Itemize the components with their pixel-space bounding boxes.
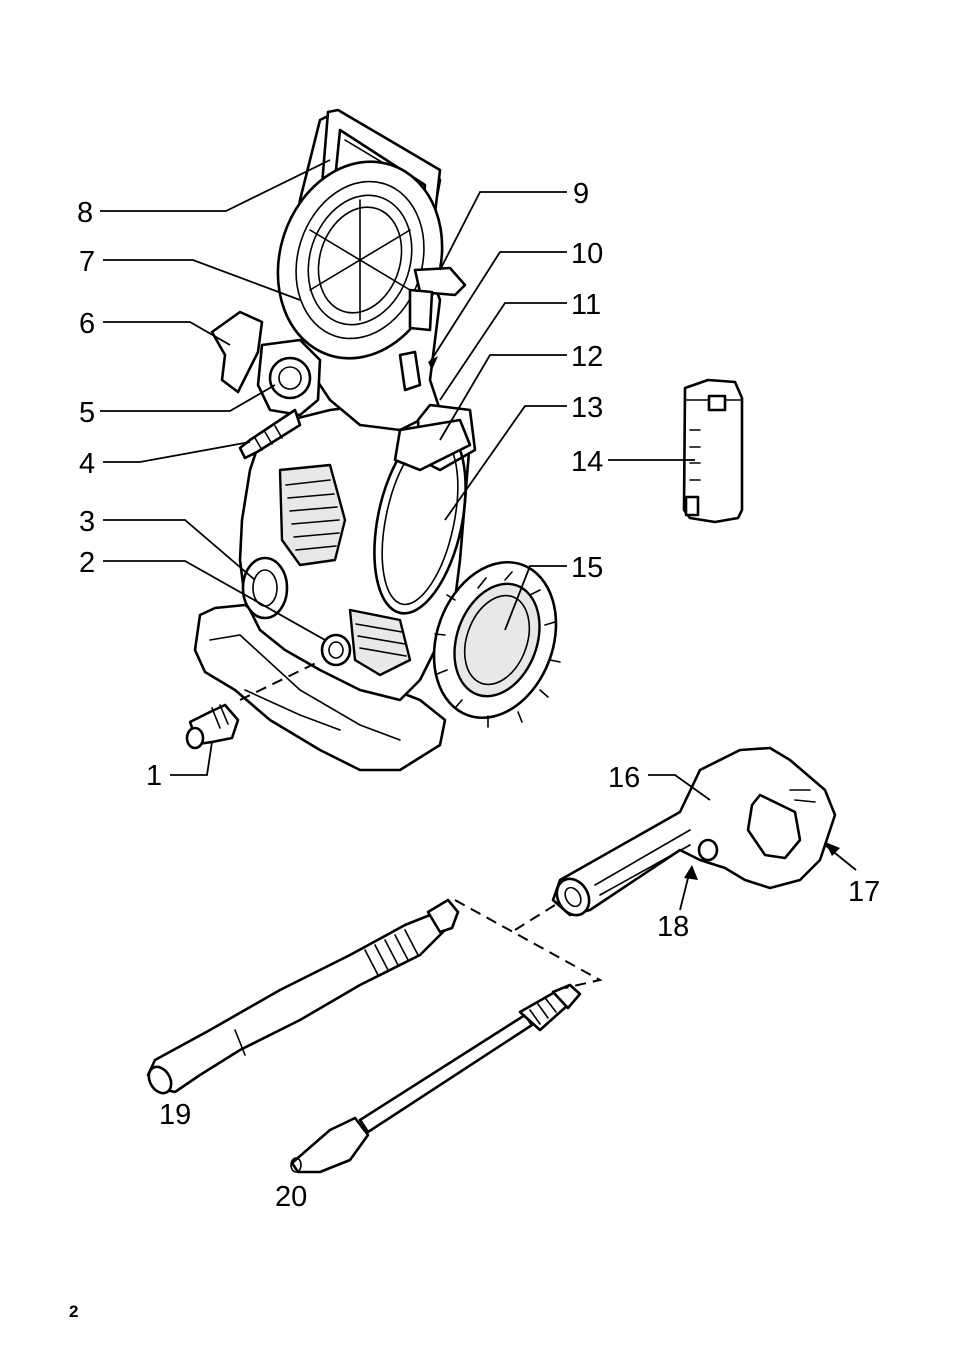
detergent-bottle-illustration [684,380,742,522]
callout-10: 10 [571,238,603,270]
callout-16: 16 [608,762,640,794]
pressure-washer-illustration [187,110,577,770]
callout-5: 5 [79,397,95,429]
callout-19: 19 [159,1099,191,1131]
page-number: 2 [69,1302,78,1322]
trigger-gun-illustration [551,748,835,921]
connector-illustration [187,705,238,748]
callout-6: 6 [79,308,95,340]
callout-18: 18 [657,911,689,943]
callout-20: 20 [275,1181,307,1213]
callout-13: 13 [571,392,603,424]
callout-1: 1 [146,760,162,792]
callout-9: 9 [573,178,589,210]
callout-3: 3 [79,506,95,538]
callout-15: 15 [571,552,603,584]
callout-14: 14 [571,446,603,478]
spray-lance-illustration [144,900,458,1097]
callout-8: 8 [77,197,93,229]
callout-4: 4 [79,448,95,480]
callout-7: 7 [79,246,95,278]
dirt-blaster-illustration [291,985,580,1172]
callout-2: 2 [79,547,95,579]
callout-17: 17 [848,876,880,908]
callout-11: 11 [571,289,601,321]
callout-12: 12 [571,341,603,373]
